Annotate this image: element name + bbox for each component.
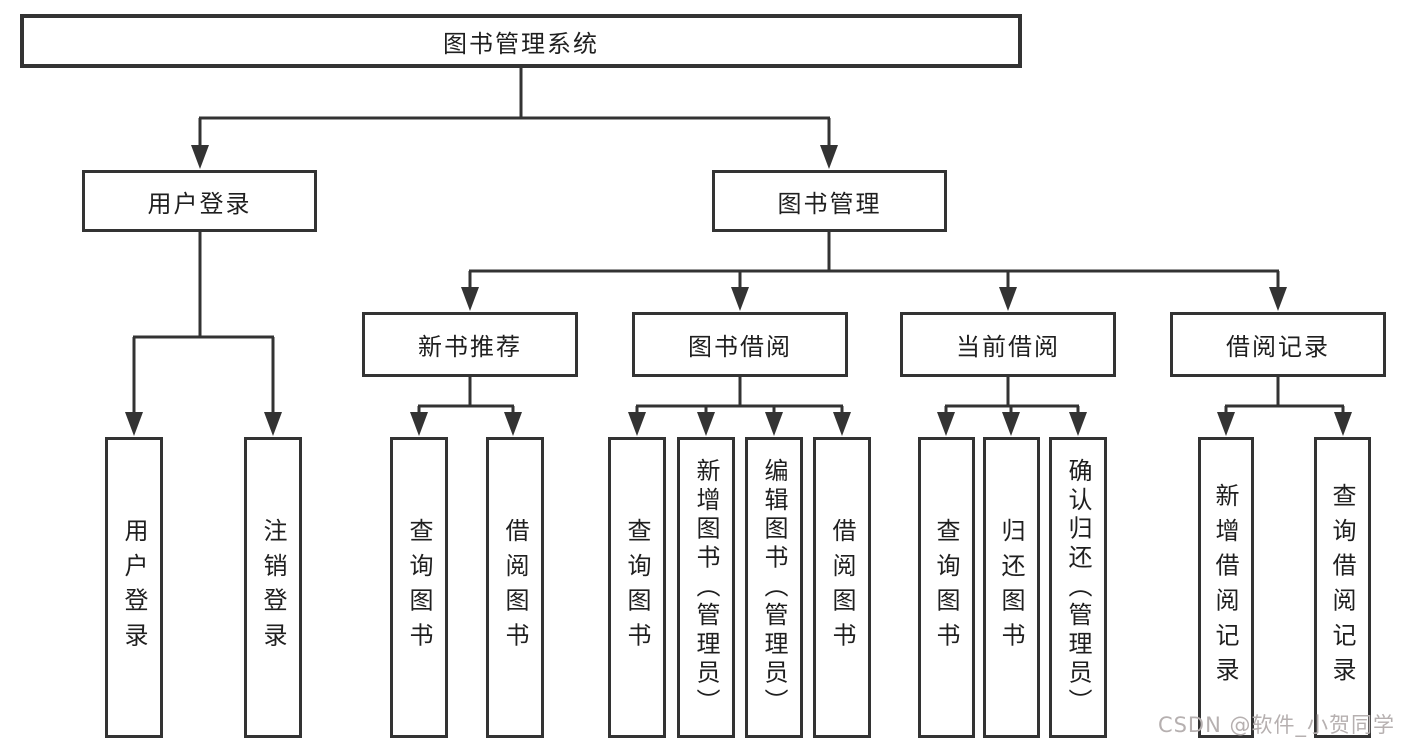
leaf-return-books: 归还图书 xyxy=(983,437,1040,738)
connector-mgmt-to-level3 xyxy=(468,232,1280,292)
arrow-down-icon xyxy=(191,145,209,169)
arrow-down-icon xyxy=(1002,412,1020,436)
node-library-management-system: 图书管理系统 xyxy=(20,14,1022,68)
arrow-down-icon xyxy=(1069,412,1087,436)
leaf-add-books-admin: 新增图书（管理员） xyxy=(677,437,735,738)
arrow-down-icon xyxy=(1217,412,1235,436)
node-new-book-recommend: 新书推荐 xyxy=(362,312,578,377)
arrow-down-icon xyxy=(765,412,783,436)
arrow-down-icon xyxy=(1334,412,1352,436)
connector-elbows xyxy=(132,68,1345,417)
connector-newbook-to-leaves xyxy=(417,377,515,417)
arrow-down-icon xyxy=(731,287,749,311)
connector-records-to-leaves xyxy=(1224,377,1345,417)
csdn-watermark: CSDN @软件_小贺同学 xyxy=(1157,713,1395,737)
leaf-query-books: 查询图书 xyxy=(608,437,666,738)
arrow-down-icon xyxy=(937,412,955,436)
connector-current-to-leaves xyxy=(944,377,1080,417)
arrow-down-icon xyxy=(461,287,479,311)
arrowheads xyxy=(125,145,1352,436)
arrow-down-icon xyxy=(697,412,715,436)
node-book-management: 图书管理 xyxy=(712,170,947,232)
arrow-down-icon xyxy=(410,412,428,436)
connector-login-to-leaves xyxy=(132,232,275,417)
arrow-down-icon xyxy=(1269,287,1287,311)
connector-borrow-to-leaves xyxy=(635,377,844,417)
arrow-down-icon xyxy=(820,145,838,169)
arrow-down-icon xyxy=(628,412,646,436)
leaf-confirm-return-admin: 确认归还（管理员） xyxy=(1049,437,1107,738)
arrow-down-icon xyxy=(125,412,143,436)
node-book-borrowing: 图书借阅 xyxy=(632,312,848,377)
leaf-add-borrow-record: 新增借阅记录 xyxy=(1198,437,1254,738)
leaf-logout: 注销登录 xyxy=(244,437,302,738)
arrow-down-icon xyxy=(833,412,851,436)
leaf-user-login: 用户登录 xyxy=(105,437,163,738)
connector-root-to-level2 xyxy=(198,68,831,150)
leaf-borrow-books: 借阅图书 xyxy=(486,437,544,738)
leaf-query-books: 查询图书 xyxy=(918,437,975,738)
leaf-query-borrow-record: 查询借阅记录 xyxy=(1314,437,1371,738)
arrow-down-icon xyxy=(264,412,282,436)
leaf-borrow-books: 借阅图书 xyxy=(813,437,871,738)
leaf-query-books: 查询图书 xyxy=(390,437,448,738)
arrow-down-icon xyxy=(504,412,522,436)
node-current-borrowing: 当前借阅 xyxy=(900,312,1116,377)
leaf-edit-books-admin: 编辑图书（管理员） xyxy=(745,437,803,738)
node-borrowing-records: 借阅记录 xyxy=(1170,312,1386,377)
arrow-down-icon xyxy=(999,287,1017,311)
node-user-login: 用户登录 xyxy=(82,170,317,232)
